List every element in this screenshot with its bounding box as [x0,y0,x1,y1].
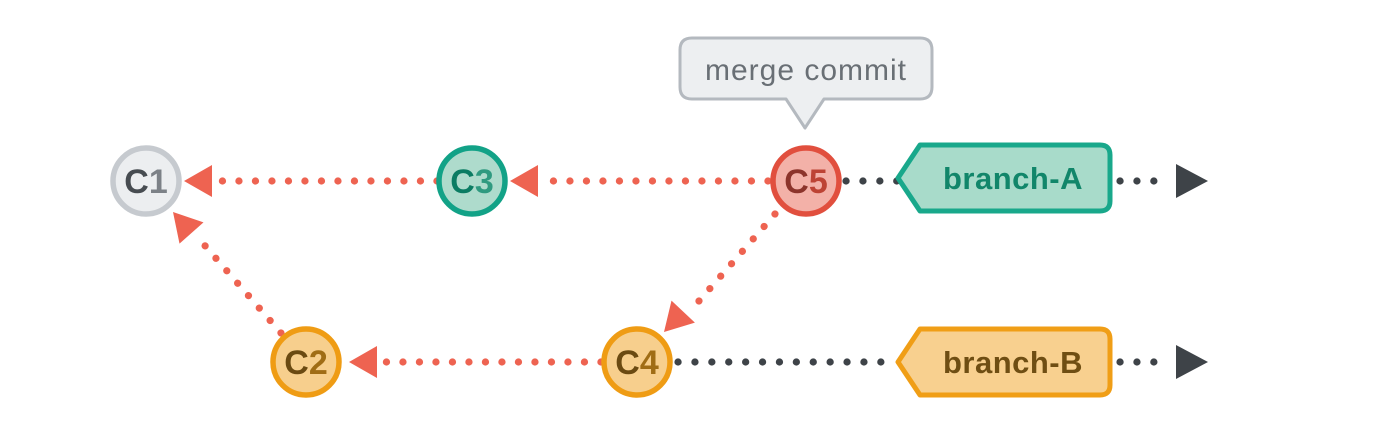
commit-letter-c1: C [124,163,149,201]
commit-number-c2: 2 [309,344,328,382]
commit-node-c5 [770,145,842,217]
timeline-arrowhead-branch-b [1176,345,1208,379]
commit-node-c4 [601,326,673,398]
branch-a-tag [895,142,1113,214]
commit-label-c1: C1 [124,163,167,201]
commit-node-c2 [270,326,342,398]
parent-link-c5-c4 [688,210,779,313]
commit-letter-c3: C [450,163,475,201]
merge-commit-tooltip-text: merge commit [705,54,907,87]
commit-label-c5: C5 [784,163,827,201]
commit-node-c3 [436,145,508,217]
parent-link-c2-c1 [196,236,285,337]
commit-letter-c5: C [784,163,809,201]
arrowhead-c3-c1 [184,165,212,197]
branch-b-tag [895,326,1113,398]
commit-number-c5: 5 [809,163,828,201]
commit-number-c1: 1 [149,163,168,201]
merge-commit-tooltip [678,36,934,130]
commit-label-c3: C3 [450,163,493,201]
commit-number-c3: 3 [475,163,494,201]
commit-label-c2: C2 [284,344,327,382]
arrowhead-c4-c2 [349,346,377,378]
timeline-arrowhead-branch-a [1176,164,1208,198]
arrowhead-c5-c3 [510,165,538,197]
commit-letter-c4: C [615,344,640,382]
arrowhead-c5-c4 [664,300,695,332]
branch-a-label: branch-A [943,161,1083,196]
arrowhead-c2-c1 [173,212,204,244]
commit-number-c4: 4 [640,344,659,382]
commit-letter-c2: C [284,344,309,382]
branch-b-label: branch-B [943,345,1083,380]
commit-label-c4: C4 [615,344,659,382]
commit-node-c1 [110,145,182,217]
